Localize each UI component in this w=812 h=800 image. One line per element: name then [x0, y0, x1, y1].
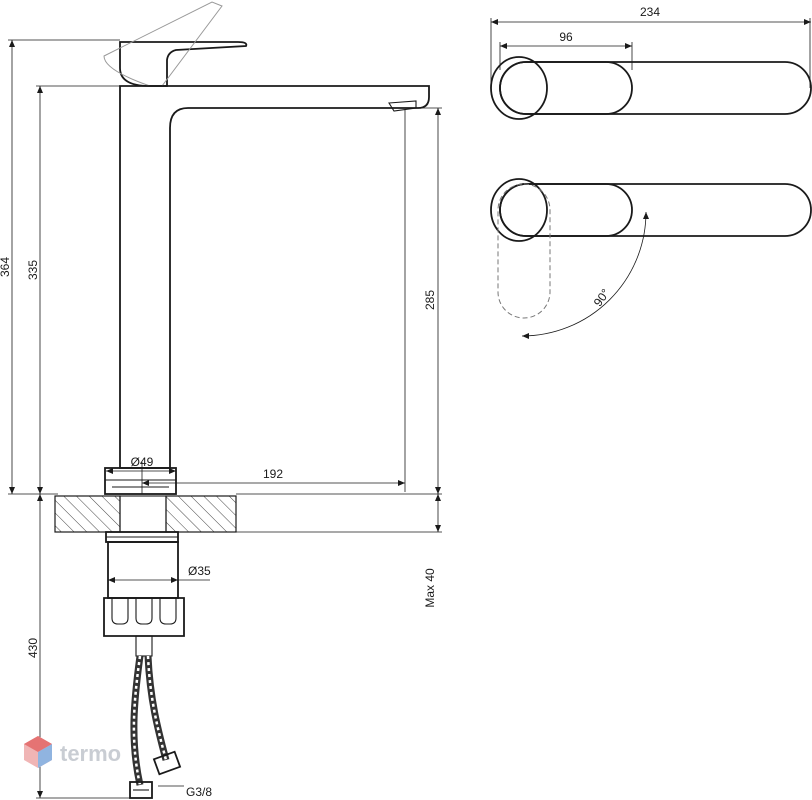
faucet-body — [119, 85, 430, 469]
shank — [107, 541, 179, 599]
dim-spout-height: 285 — [423, 290, 437, 310]
dim-spout-reach: 192 — [263, 467, 283, 481]
handle-lever — [119, 41, 248, 87]
top-view-rotation: 90° — [490, 178, 812, 339]
hose-right — [144, 655, 170, 761]
handle-lever-alt — [103, 1, 223, 87]
countertop-right — [165, 495, 237, 533]
rotation-arc — [521, 211, 649, 339]
watermark-text: termo — [60, 741, 121, 766]
handle-rotated-hidden — [497, 183, 551, 319]
side-view — [54, 1, 430, 799]
dim-body-height: 335 — [26, 260, 40, 280]
dim-connection: G3/8 — [186, 785, 212, 799]
handle-top — [499, 61, 633, 115]
dim-max-deck: Max 40 — [423, 568, 437, 608]
dim-rotation-angle: 90° — [591, 286, 613, 309]
dim-handle-width: 96 — [559, 30, 573, 44]
top-dimensions: 234 96 — [490, 5, 811, 88]
dim-top-width: 234 — [640, 5, 660, 19]
dim-hose-length: 430 — [26, 638, 40, 658]
hose-stub — [135, 635, 153, 657]
watermark: termo — [24, 736, 121, 768]
hose-fitting-left — [129, 781, 153, 799]
aerator — [388, 100, 417, 112]
dim-total-height: 364 — [0, 257, 12, 277]
dim-shank-diameter: Ø35 — [188, 564, 211, 578]
side-dimensions: 364 335 285 192 Ø49 Ø35 Max 40 430 G3/8 — [0, 39, 442, 799]
base-ring-rot — [490, 178, 548, 242]
countertop-bore — [119, 495, 167, 533]
handle-rot — [499, 183, 633, 237]
watermark-logo-icon — [24, 736, 52, 768]
hose-fitting-right — [152, 750, 182, 776]
dim-base-diameter: Ø49 — [131, 455, 154, 469]
base-plate — [104, 467, 177, 495]
fixing-nut — [103, 597, 185, 637]
top-view-upper — [490, 56, 812, 120]
countertop-left — [54, 495, 121, 533]
